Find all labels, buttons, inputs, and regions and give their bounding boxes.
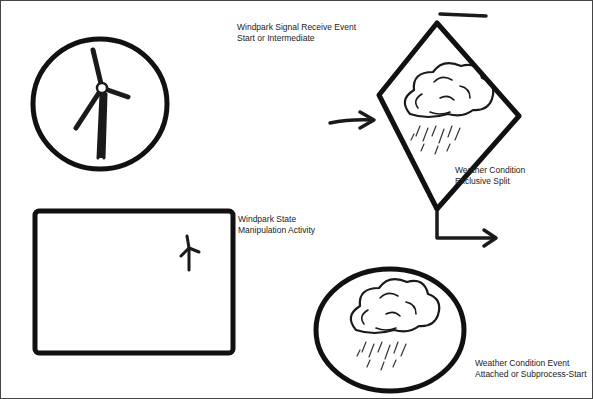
outline-stroke: [316, 269, 464, 391]
flow-arrow: [330, 112, 374, 128]
node-label: Windpark Signal Receive Event Start or I…: [237, 22, 361, 45]
shape-outline: [30, 36, 170, 172]
activity-box: Windpark State Manipulation Activity: [32, 208, 236, 356]
rain-cloud-icon: [405, 63, 493, 154]
rain-cloud-icon: [351, 279, 439, 370]
small-turbine-icon: [181, 236, 199, 270]
sketch-stroke: [440, 14, 486, 16]
outline-stroke: [33, 39, 167, 169]
node-label: Weather Condition Exclusive Split: [455, 165, 531, 188]
node-label: Weather Condition Event Attached or Subp…: [475, 358, 591, 381]
shape-outline: [313, 266, 467, 394]
event-circle: Windpark Signal Receive Event Start or I…: [30, 36, 170, 172]
node-label: Windpark State Manipulation Activity: [238, 214, 320, 237]
flow-arrow: [437, 212, 496, 246]
event-circle: Weather Condition Event Attached or Subp…: [313, 266, 467, 394]
wind-turbine-icon: [76, 50, 128, 158]
outline-stroke: [35, 211, 233, 353]
shape-outline: [32, 208, 236, 356]
gateway-diamond: Weather Condition Exclusive Split: [376, 20, 522, 212]
